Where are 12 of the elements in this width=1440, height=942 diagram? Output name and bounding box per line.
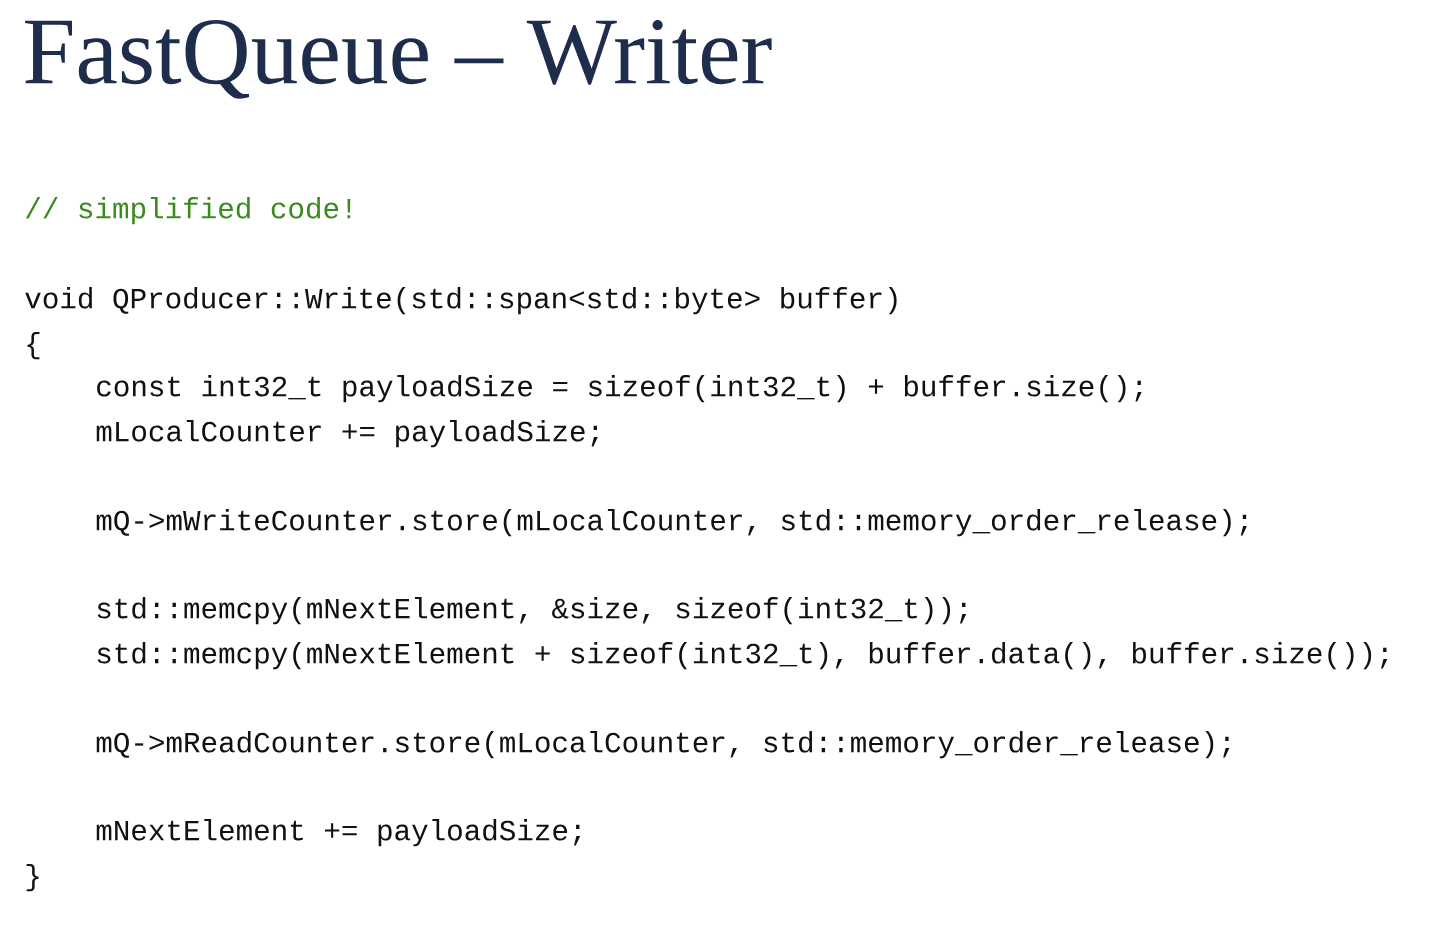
code-comment: // simplified code! xyxy=(25,197,351,225)
code-line: std::memcpy(mNextElement + sizeof(int32_t), buffer.data(), buffer.size()); xyxy=(97,642,1388,670)
code-line: const int32_t payloadSize = sizeof(int32_t) + buffer.size(); xyxy=(97,375,1142,403)
code-line: mQ->mWriteCounter.store(mLocalCounter, std::memory_order_release); xyxy=(96,509,1247,537)
code-line: void QProducer::Write(std::span<std::byte> buffer) xyxy=(25,287,897,315)
code-line: mQ->mReadCounter.store(mLocalCounter, std::memory_order_release); xyxy=(96,731,1230,759)
code-line: mNextElement += payloadSize; xyxy=(96,819,581,847)
code-line: } xyxy=(26,864,39,892)
title: FastQueue – Writer xyxy=(25,19,772,99)
code-line: mLocalCounter += payloadSize; xyxy=(96,420,598,448)
code-line: std::memcpy(mNextElement, &size, sizeof(int32_t)); xyxy=(97,597,967,625)
code-line: { xyxy=(27,332,40,360)
